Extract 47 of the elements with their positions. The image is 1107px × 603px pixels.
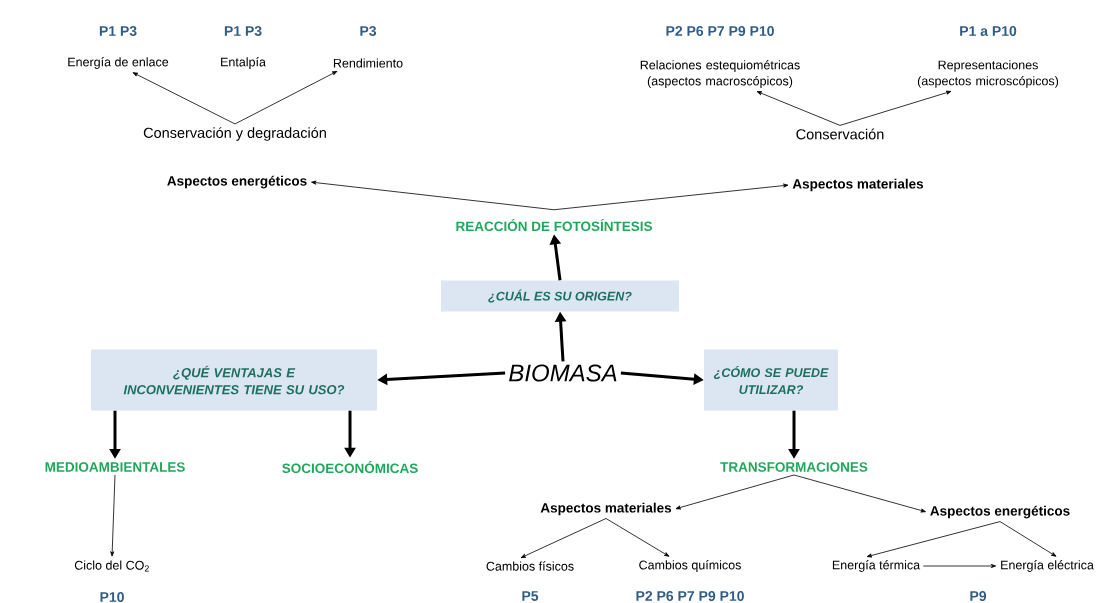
concept-text: Cambios físicos xyxy=(486,561,574,571)
arrow xyxy=(132,72,236,125)
arrow xyxy=(520,518,607,559)
question-box: ¿CÓMO SE PUEDE UTILIZAR? xyxy=(704,349,838,411)
category-heading: TRANSFORMACIONES xyxy=(720,462,868,472)
concept-text: Relaciones estequiométricas (aspectos macroscópicos) xyxy=(640,60,800,88)
arrow xyxy=(999,521,1057,557)
arrow xyxy=(110,474,116,557)
concept-text: Entalpía xyxy=(221,57,266,69)
concept-text: Aspectos materiales xyxy=(792,178,924,192)
concept-text: Aspectos materiales xyxy=(540,502,672,516)
arrow xyxy=(793,474,926,513)
concept-text: Rendimiento xyxy=(333,58,403,68)
problem-label: P9 xyxy=(970,591,987,601)
arrow xyxy=(922,564,997,568)
concept-text: Ciclo del CO$_{2}$ xyxy=(74,560,149,572)
concept-text: Representaciones (aspectos microscópicos) xyxy=(917,60,1059,88)
problem-label: P5 xyxy=(522,591,539,601)
concept-text: Cambios químicos xyxy=(639,560,741,572)
concept-text: Energía de enlace xyxy=(68,57,169,69)
concept-text: Conservación xyxy=(796,128,884,140)
problem-label: P2 P6 P7 P9 P10 xyxy=(636,591,744,601)
question-box: ¿CUÁL ES SU ORIGEN? xyxy=(441,280,679,312)
arrow xyxy=(553,183,789,211)
central-concept: BIOMASA xyxy=(509,364,617,382)
question-box: ¿QUÉ VENTAJAS E INCONVENIENTES TIENE SU USO? xyxy=(91,349,377,411)
category-heading: SOCIOECONÓMICAS xyxy=(282,460,418,474)
category-heading: MEDIOAMBIENTALES xyxy=(45,462,185,472)
problem-label: P3 xyxy=(360,26,377,36)
concept-text: Aspectos energéticos xyxy=(930,505,1070,519)
arrow xyxy=(605,518,670,557)
arrow xyxy=(234,70,338,125)
arrow xyxy=(675,474,795,510)
problem-label: P1 P3 xyxy=(99,26,137,36)
concept-text: Energía eléctrica xyxy=(1001,560,1094,572)
arrow xyxy=(839,90,952,126)
category-heading: REACCIÓN DE FOTOSÍNTESIS xyxy=(456,218,652,232)
problem-label: P10 xyxy=(100,592,124,602)
problem-label: P1 a P10 xyxy=(960,26,1017,36)
arrow xyxy=(866,521,1001,558)
concept-text: Conservación y degradación xyxy=(143,127,326,141)
problem-label: P2 P6 P7 P9 P10 xyxy=(666,26,774,36)
problem-label: P1 P3 xyxy=(224,26,262,36)
concept-text: Aspectos energéticos xyxy=(167,175,307,189)
arrow xyxy=(311,180,555,211)
arrow xyxy=(756,91,841,126)
concept-text: Energía térmica xyxy=(832,560,921,572)
